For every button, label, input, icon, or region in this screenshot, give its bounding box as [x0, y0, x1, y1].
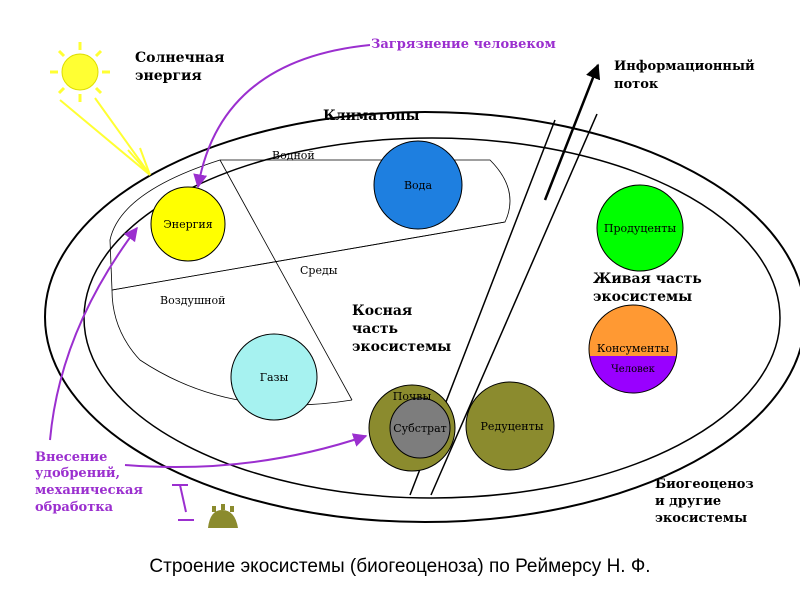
climatopes-divider	[219, 159, 353, 401]
consumers-node	[588, 304, 678, 394]
tool-icon	[172, 484, 194, 521]
producers-node	[596, 184, 684, 272]
sun-icon	[50, 42, 110, 102]
info-flow-arrow	[543, 63, 601, 201]
solar-label: Солнечная энергия	[135, 50, 229, 84]
water-node	[373, 140, 463, 230]
air-env-label: Воздушной	[160, 294, 225, 307]
reducers-node-label: Редуценты	[481, 420, 544, 433]
climatopes-sector	[109, 159, 511, 291]
gear-icon	[208, 504, 238, 528]
environments-label: Среды	[300, 264, 338, 277]
fertilizer-arrow-up	[49, 226, 138, 441]
inner-ellipse	[83, 137, 781, 499]
pollution-arrow	[193, 44, 371, 189]
inert-part-label: Косная часть экосистемы	[352, 303, 451, 355]
consumers-node-label: Консументы	[597, 342, 670, 355]
gases-node-label: Газы	[260, 371, 289, 384]
solar-rays	[59, 97, 151, 176]
living-part-label: Живая часть экосистемы	[593, 271, 707, 305]
info-flow-label: Информационный поток	[614, 59, 759, 92]
fertilizer-arrow-right	[124, 433, 368, 469]
energy-node-label: Энергия	[163, 218, 212, 231]
energy-node	[150, 186, 226, 262]
gases-node	[230, 333, 318, 421]
figure-caption: Строение экосистемы (биогеоценоза) по Ре…	[149, 556, 651, 577]
substrate-node	[389, 397, 451, 459]
fertilizers-label: Внесение удобрений, механическая обработ…	[35, 450, 148, 515]
soils-node-label: Почвы	[393, 390, 432, 403]
water-env-label: Водной	[272, 149, 315, 162]
climatopes-label: Климатопы	[323, 108, 420, 124]
water-node-label: Вода	[404, 179, 432, 192]
human-node-label: Человек	[611, 364, 656, 375]
biogeocenosis-label: Биогеоценоз и другие экосистемы	[655, 477, 758, 526]
substrate-node-label: Субстрат	[393, 422, 446, 435]
reducers-node	[465, 381, 555, 471]
producers-node-label: Продуценты	[604, 222, 677, 235]
pollution-label: Загрязнение человеком	[371, 37, 556, 52]
